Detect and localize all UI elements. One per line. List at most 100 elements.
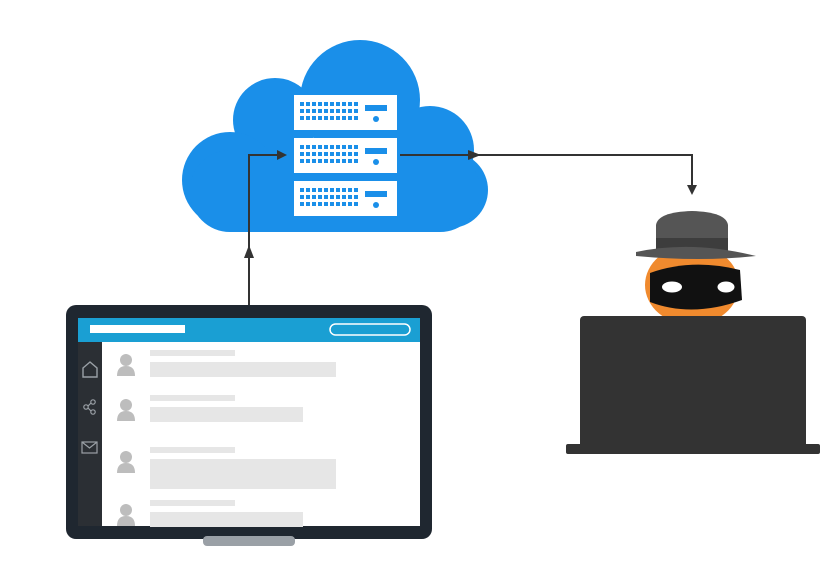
hacker-hat-brim [636, 246, 756, 259]
feed-item-title-placeholder [150, 350, 235, 356]
hacker-left-eye [662, 281, 682, 293]
laptop-icon [66, 305, 432, 546]
server-vent-dot [342, 188, 346, 192]
server-vent-dot [336, 152, 340, 156]
server-vent-dot [348, 159, 352, 163]
server-vent-dot [348, 109, 352, 113]
server-vent-dot [318, 159, 322, 163]
server-vent-dot [354, 102, 358, 106]
server-power-button [373, 202, 379, 208]
server-vent-dot [318, 195, 322, 199]
server-vent-dot [306, 195, 310, 199]
server-vent-dot [324, 159, 328, 163]
server-vent-dot [324, 195, 328, 199]
feed-item-title-placeholder [150, 395, 235, 401]
feed-item[interactable] [117, 350, 336, 377]
server-vent-dot [318, 102, 322, 106]
feed-item-body-placeholder [150, 512, 303, 527]
server-vent-dot [342, 116, 346, 120]
server-vent-dot [336, 116, 340, 120]
server-vent-dot [342, 202, 346, 206]
hacker-icon [566, 211, 820, 454]
server-vent-dot [354, 145, 358, 149]
server-vent-dot [330, 195, 334, 199]
server-vent-dot [348, 116, 352, 120]
server-vent-dot [318, 152, 322, 156]
arrow-server-to-hacker [400, 154, 697, 195]
feed-item[interactable] [117, 447, 336, 489]
server-vent-dot [300, 188, 304, 192]
server-vent-dot [312, 109, 316, 113]
server-vent-dot [324, 188, 328, 192]
feed-item[interactable] [117, 500, 303, 527]
server-vent-dot [318, 116, 322, 120]
server-vent-dot [330, 102, 334, 106]
server-vent-dot [300, 202, 304, 206]
server-vent-dot [354, 188, 358, 192]
server-status-bar [365, 148, 387, 154]
server-vent-dot [348, 202, 352, 206]
server-vent-dot [342, 109, 346, 113]
server-vent-dot [318, 202, 322, 206]
server-vent-dot [318, 145, 322, 149]
server-vent-dot [318, 109, 322, 113]
server-vent-dot [342, 152, 346, 156]
header-search-field[interactable] [329, 323, 411, 336]
server-vent-dot [300, 102, 304, 106]
server-vent-dot [324, 152, 328, 156]
server-power-button [373, 159, 379, 165]
feed-item-title-placeholder [150, 447, 235, 453]
hacker-right-eye [717, 281, 735, 293]
laptop-sidebar [78, 342, 102, 526]
server-vent-dot [330, 159, 334, 163]
server-vent-dot [300, 159, 304, 163]
server-vent-dot [306, 188, 310, 192]
server-vent-dot [306, 152, 310, 156]
server-vent-dot [336, 195, 340, 199]
home-icon[interactable] [82, 361, 98, 378]
server-vent-dot [354, 109, 358, 113]
server-vent-dot [306, 109, 310, 113]
server-vent-dot [318, 188, 322, 192]
user-avatar-icon [117, 354, 135, 376]
server-vent-dot [342, 145, 346, 149]
server-vent-dot [336, 102, 340, 106]
server-status-bar [365, 191, 387, 197]
server-vent-dot [300, 145, 304, 149]
feed-item[interactable] [117, 395, 303, 422]
server-vent-dot [342, 102, 346, 106]
server-vent-dot [330, 145, 334, 149]
server-vent-dot [306, 159, 310, 163]
server-vent-dot [300, 109, 304, 113]
server-vent-dot [354, 195, 358, 199]
server-vent-dot [312, 159, 316, 163]
server-vent-dot [306, 116, 310, 120]
feed-item-title-placeholder [150, 500, 235, 506]
feed-item-body-placeholder [150, 459, 336, 489]
header-title-placeholder [90, 325, 185, 333]
server-vent-dot [330, 188, 334, 192]
hacker-laptop-lid [580, 316, 806, 450]
server-vent-dot [336, 145, 340, 149]
server-vent-dot [312, 102, 316, 106]
arrow-server-to-hacker-head-mid [468, 150, 481, 160]
server-vent-dot [306, 202, 310, 206]
server-vent-dot [306, 145, 310, 149]
server-vent-dot [330, 109, 334, 113]
server-vent-dot [354, 152, 358, 156]
server-power-button [373, 116, 379, 122]
server-vent-dot [300, 152, 304, 156]
server-vent-dot [336, 188, 340, 192]
server-vent-dot [354, 116, 358, 120]
laptop-stand [203, 536, 295, 546]
server-vent-dot [330, 152, 334, 156]
user-avatar-icon [117, 504, 135, 526]
server-vent-dot [306, 102, 310, 106]
server-vent-dot [324, 202, 328, 206]
server-vent-dot [324, 116, 328, 120]
mail-icon[interactable] [81, 441, 98, 454]
feed-item-body-placeholder [150, 407, 303, 422]
share-icon[interactable] [83, 399, 96, 415]
